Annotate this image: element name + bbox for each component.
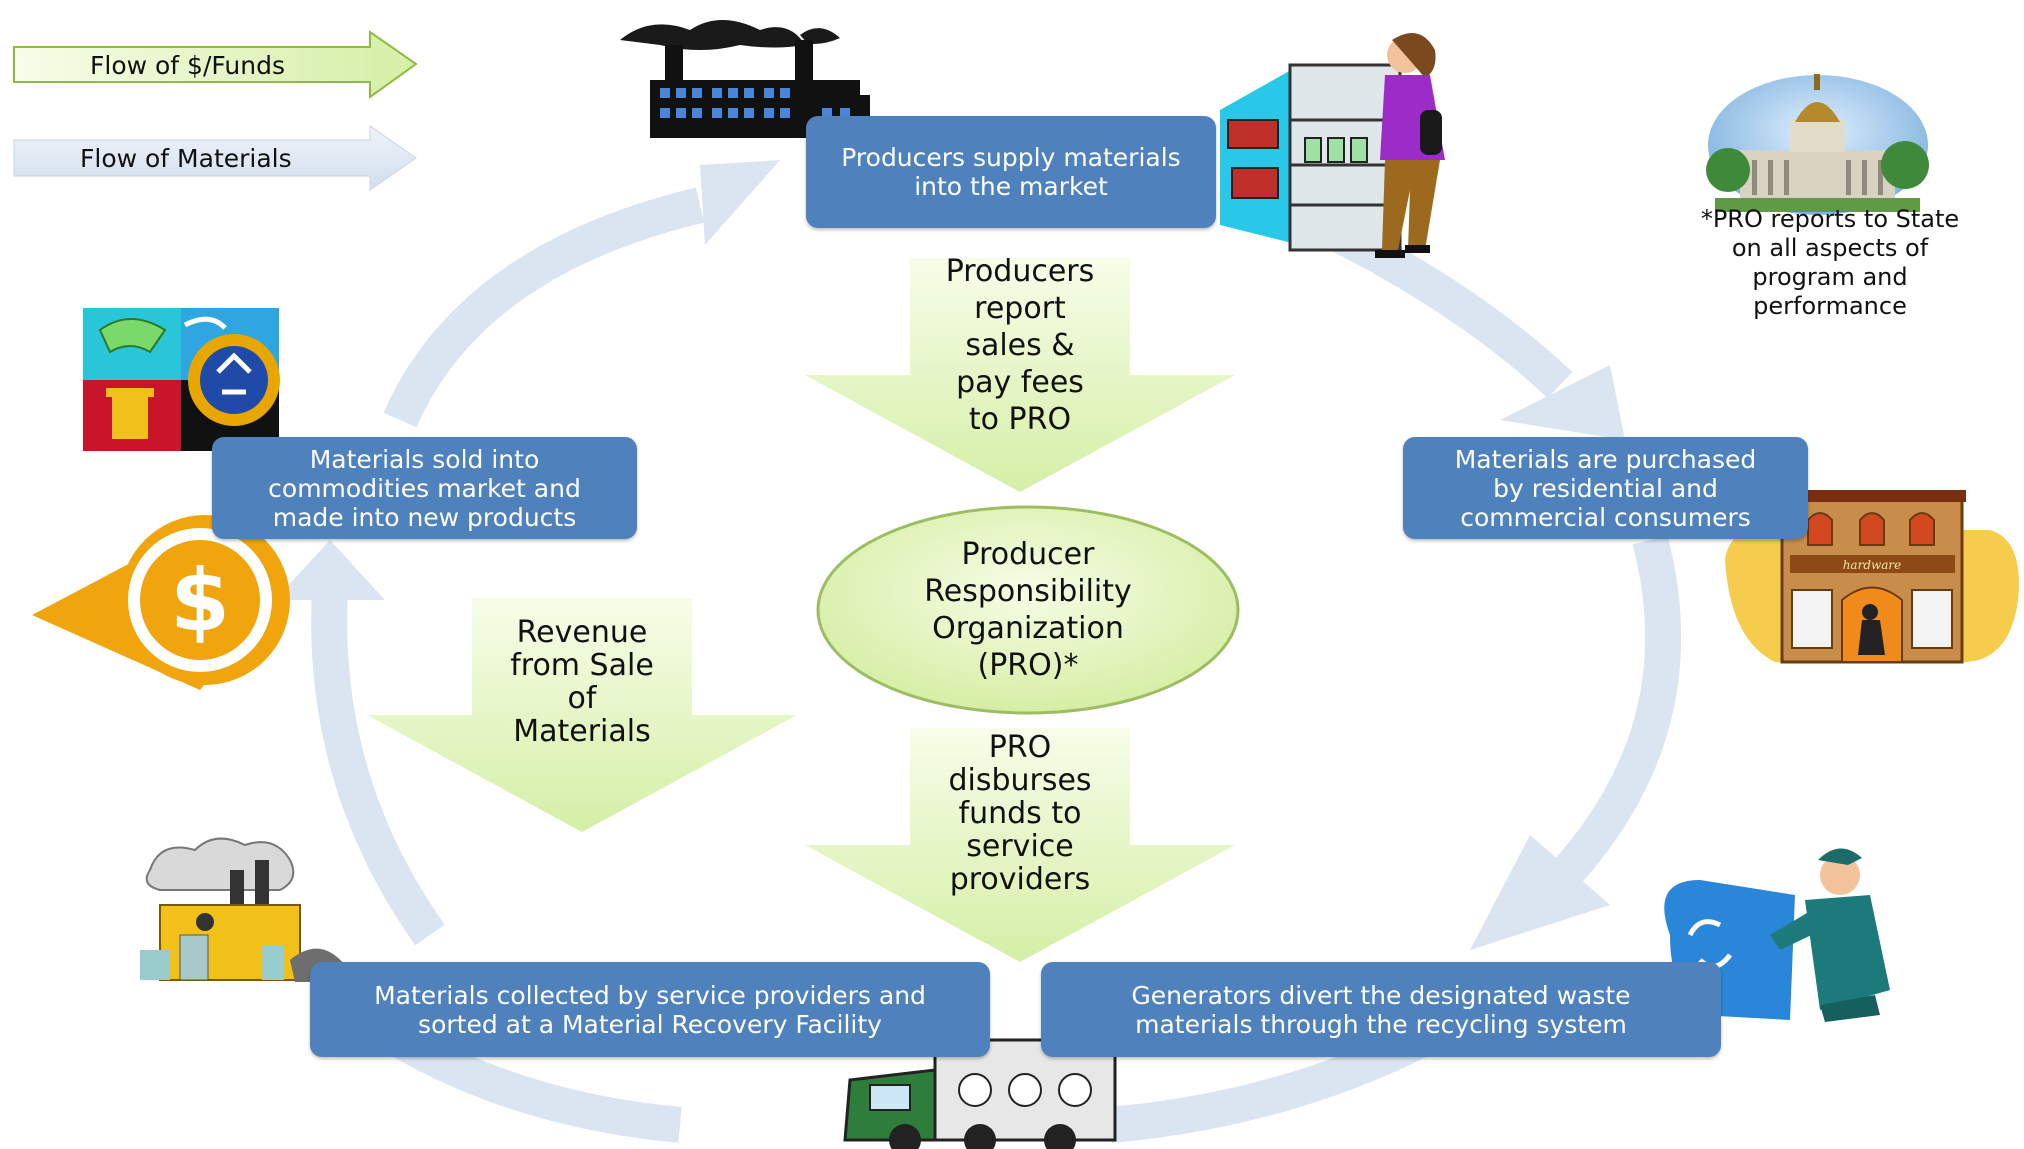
material-arc-left	[311, 589, 445, 946]
material-arc-top-right	[1321, 213, 1573, 399]
node-consumers-purchase: Materials are purchased by residential a…	[1403, 437, 1808, 539]
arrowhead-left	[275, 540, 385, 600]
material-flow-cycle	[311, 187, 1682, 1143]
arrowhead-right	[1470, 835, 1610, 950]
legend-materials-arrow	[13, 125, 417, 191]
hardware-store-icon: hardware	[1725, 490, 2019, 664]
capitol-building-icon	[1706, 74, 1929, 215]
revenue-sale-label: Revenue from Sale of Materials	[510, 615, 654, 749]
revenue-sale-arrow	[367, 598, 797, 832]
material-arc-right	[1546, 535, 1682, 893]
svg-text:$: $	[170, 551, 230, 651]
pro-state-note: *PRO reports to State on all aspects of …	[1700, 205, 1960, 320]
store-sign-text: hardware	[1843, 558, 1902, 572]
node-collected-sorted: Materials collected by service providers…	[310, 962, 990, 1057]
dollar-icon: $	[32, 505, 290, 690]
shopper-icon	[1220, 32, 1445, 258]
producers-fees-label: Producers report sales & pay fees to PRO	[945, 254, 1095, 437]
node-sold-commodities: Materials sold into commodities market a…	[212, 437, 637, 539]
pro-disburses-arrow	[805, 728, 1235, 962]
producers-fees-arrow	[805, 258, 1235, 492]
arrowhead-top-left	[700, 160, 780, 245]
factory-icon	[620, 20, 870, 138]
legend-arrows	[13, 30, 418, 191]
material-arc-bottom-right	[1108, 1023, 1429, 1143]
node-generators-divert: Generators divert the designated waste m…	[1041, 962, 1721, 1057]
recycle-symbols-icon	[83, 308, 280, 451]
material-arc-top-left	[383, 187, 705, 428]
arrowhead-top-right	[1500, 365, 1625, 440]
pro-disburses-label: PRO disburses funds to service providers	[948, 730, 1092, 897]
node-producers-supply: Producers supply materials into the mark…	[806, 116, 1216, 228]
pro-ellipse	[816, 505, 1240, 715]
legend-funds-arrow	[13, 30, 418, 99]
material-flow-arrowheads	[275, 160, 1625, 950]
recovery-facility-icon	[140, 837, 348, 982]
pro-label: Producer Responsibility Organization (PR…	[924, 537, 1132, 683]
legend-funds-label: Flow of $/Funds	[90, 51, 285, 80]
material-arc-bottom-left	[390, 1024, 682, 1143]
legend-materials-label: Flow of Materials	[80, 144, 292, 173]
